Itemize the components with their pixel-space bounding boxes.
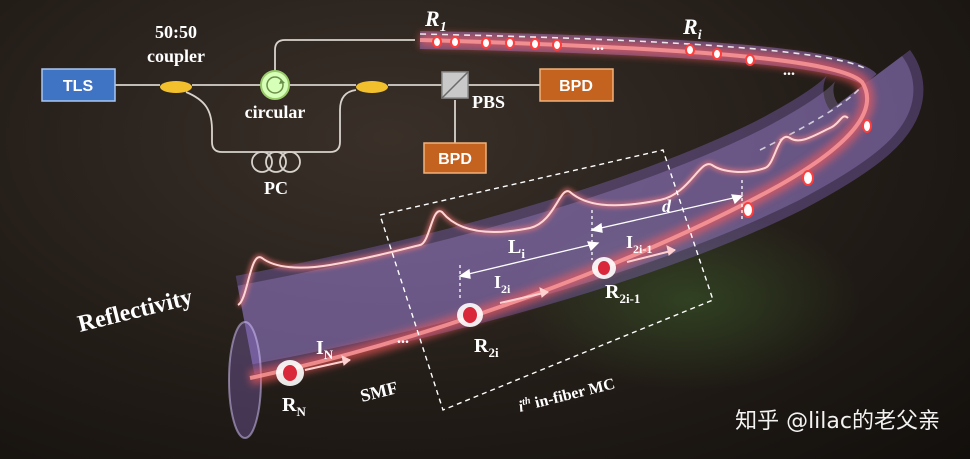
in-label: IN	[316, 337, 334, 362]
fiber-gratings	[276, 36, 872, 386]
coupler-label: coupler	[147, 46, 205, 66]
reflectivity-label: Reflectivity	[75, 284, 195, 338]
bpd-top-box	[539, 68, 614, 102]
dimension-arrows	[458, 180, 744, 300]
coupler-ratio-label: 50:50	[155, 22, 197, 42]
propagation-arrows	[304, 245, 676, 371]
tls-label: TLS	[63, 78, 94, 95]
i2i-label: I2i	[494, 272, 511, 296]
watermark: 知乎 @lilac的老父亲	[735, 409, 940, 434]
circular-label: circular	[245, 102, 306, 122]
dots-top: ...	[592, 37, 604, 54]
r1-label: R1	[424, 6, 447, 35]
pbs-icon	[441, 71, 469, 99]
ri-label: Ri	[682, 14, 702, 43]
i2i-1-label: I2i-1	[626, 232, 652, 256]
pc-coils-icon	[251, 151, 301, 173]
li-label: Li	[508, 236, 525, 261]
r2i-label: R2i	[474, 335, 499, 360]
dots-middle: ...	[397, 330, 409, 347]
d-label: d	[662, 196, 672, 216]
tls-box	[41, 68, 116, 102]
mc-label: ith in-fiber MC	[517, 375, 617, 416]
mc-box	[379, 149, 714, 411]
grating-rn	[276, 360, 304, 386]
pc-label: PC	[264, 178, 288, 198]
bpd-bottom-label: BPD	[438, 151, 472, 168]
r2i-1-label: R2i-1	[605, 281, 640, 306]
pbs-label: PBS	[472, 92, 505, 112]
circulator-icon	[260, 70, 290, 100]
bpd-bottom-box	[423, 142, 487, 174]
reflectivity-curve	[235, 113, 851, 308]
rn-label: RN	[282, 394, 306, 419]
coupler-left	[160, 81, 192, 93]
ambient-glow	[520, 210, 860, 390]
smf-label: SMF	[358, 377, 400, 406]
grating-r2i-1	[592, 257, 616, 279]
dots-right: ...	[783, 62, 795, 79]
bpd-top-label: BPD	[559, 78, 593, 95]
coupler-right	[356, 81, 388, 93]
grating-r2i	[457, 303, 483, 327]
